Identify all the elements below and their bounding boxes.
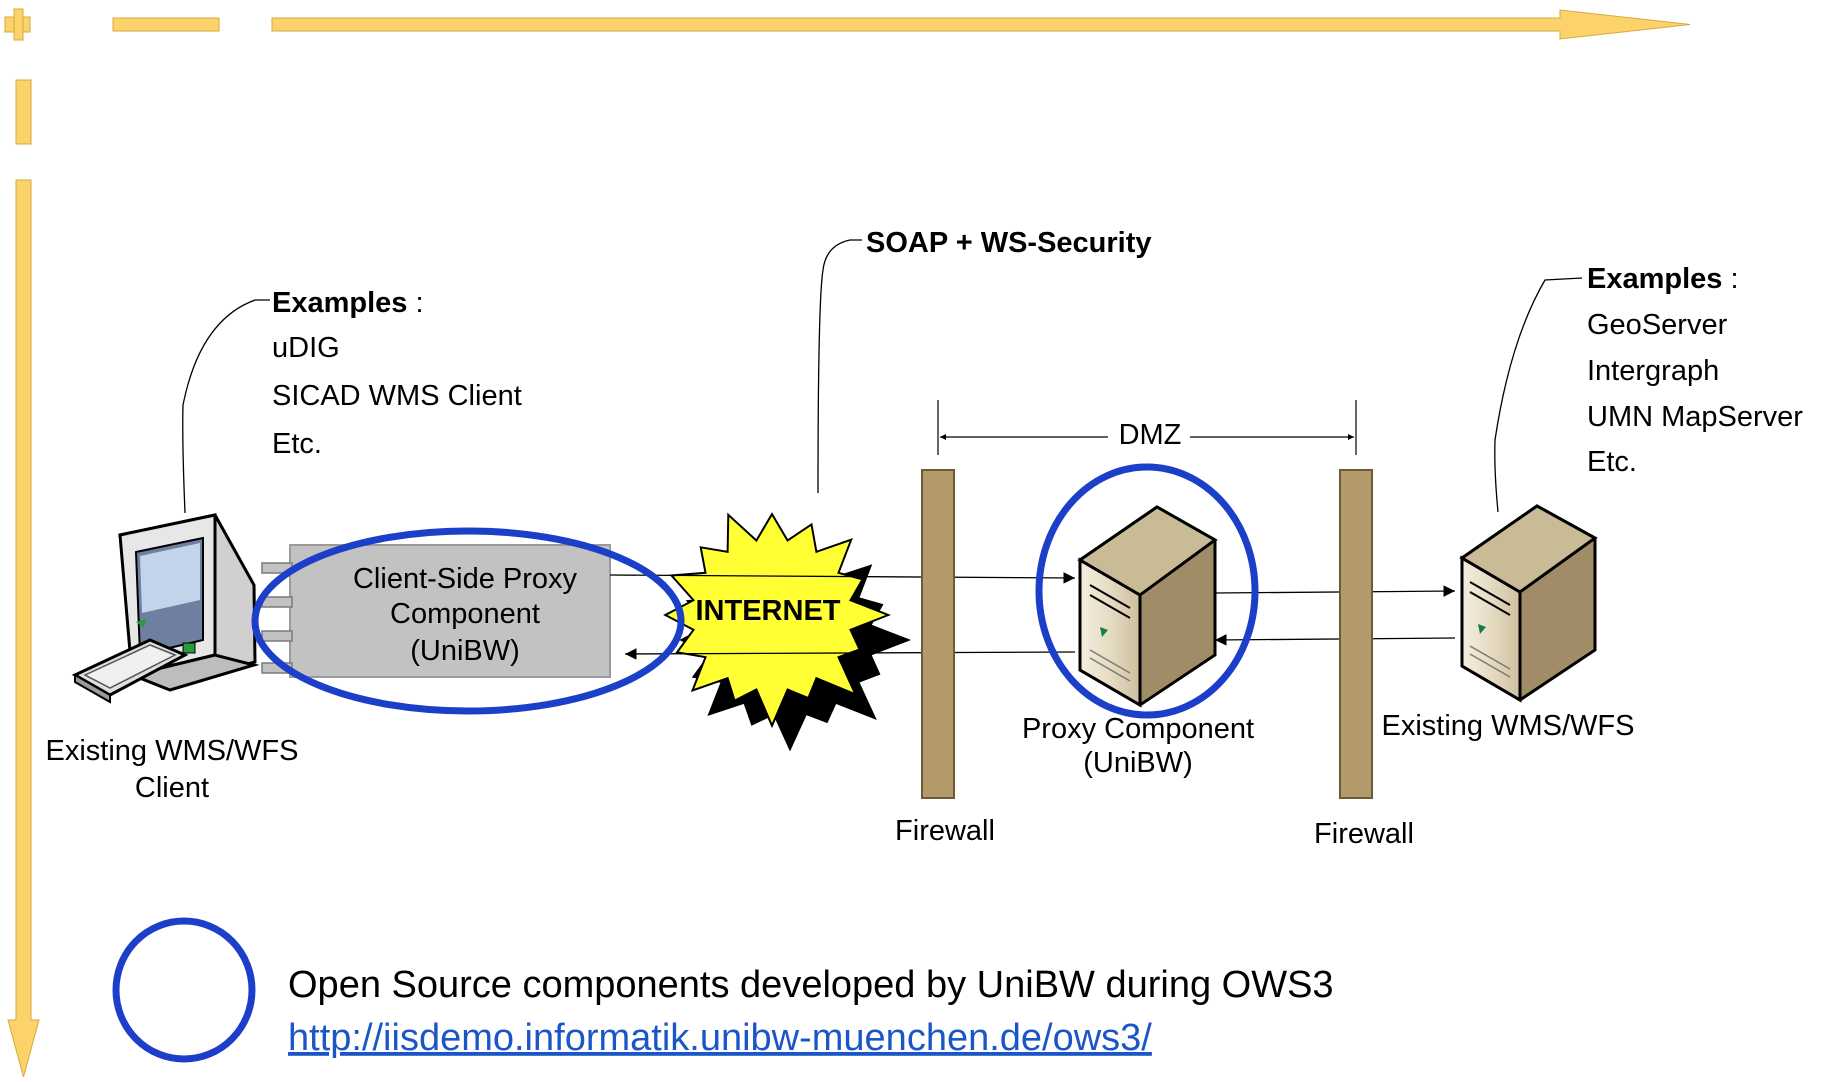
firewall-right-label: Firewall: [1314, 818, 1414, 850]
proxy-server-icon: [1077, 505, 1218, 708]
client-callout-heading: Examples :: [272, 287, 424, 319]
open-source-ring-proxy: [1035, 463, 1259, 719]
client-label-line1: Existing WMS/WFS: [46, 735, 299, 767]
legend-ring-icon: [112, 917, 256, 1063]
firewall-left-label: Firewall: [895, 815, 995, 847]
client-computer-icon: [71, 513, 260, 704]
soap-callout-text: SOAP + WS-Security: [866, 227, 1152, 259]
client-proxy-line3: (UniBW): [410, 635, 520, 667]
legend-link[interactable]: http://iisdemo.informatik.unibw-muenchen…: [288, 1017, 1152, 1059]
internet-starburst: INTERNET: [663, 512, 912, 752]
proxy-label-line2: (UniBW): [1083, 747, 1193, 779]
soap-callout-line: [817, 239, 862, 494]
firewall-right: [1339, 469, 1373, 799]
client-side-proxy-box: Client-Side Proxy Component (UniBW): [261, 544, 611, 678]
client-callout-line: [182, 299, 270, 514]
frame-left-arrow: [7, 79, 40, 1079]
client-proxy-line2: Component: [390, 598, 540, 630]
open-source-ring-client-proxy: [251, 527, 685, 715]
server-callout-item: Intergraph: [1587, 355, 1719, 387]
client-callout-item: Etc.: [272, 428, 322, 460]
legend-text: Open Source components developed by UniB…: [288, 964, 1334, 1006]
firewall-left: [921, 469, 955, 799]
client-callout-item: SICAD WMS Client: [272, 380, 522, 412]
existing-server-icon: [1459, 504, 1598, 703]
server-callout-heading: Examples :: [1587, 263, 1739, 295]
dmz-label: DMZ: [1119, 419, 1182, 451]
server-callout-item: Etc.: [1587, 446, 1637, 478]
server-callout-item: GeoServer: [1587, 309, 1728, 341]
proxy-label-line1: Proxy Component: [1022, 713, 1254, 745]
server-label: Existing WMS/WFS: [1382, 710, 1635, 742]
client-proxy-line1: Client-Side Proxy: [353, 563, 578, 595]
internet-label: INTERNET: [696, 595, 841, 627]
client-label-line2: Client: [135, 772, 209, 804]
server-callout-line: [1494, 277, 1583, 513]
frame-top-arrow: [4, 8, 1691, 41]
dmz-span: DMZ: [937, 400, 1357, 455]
client-callout-item: uDIG: [272, 332, 340, 364]
server-callout-item: UMN MapServer: [1587, 401, 1803, 433]
